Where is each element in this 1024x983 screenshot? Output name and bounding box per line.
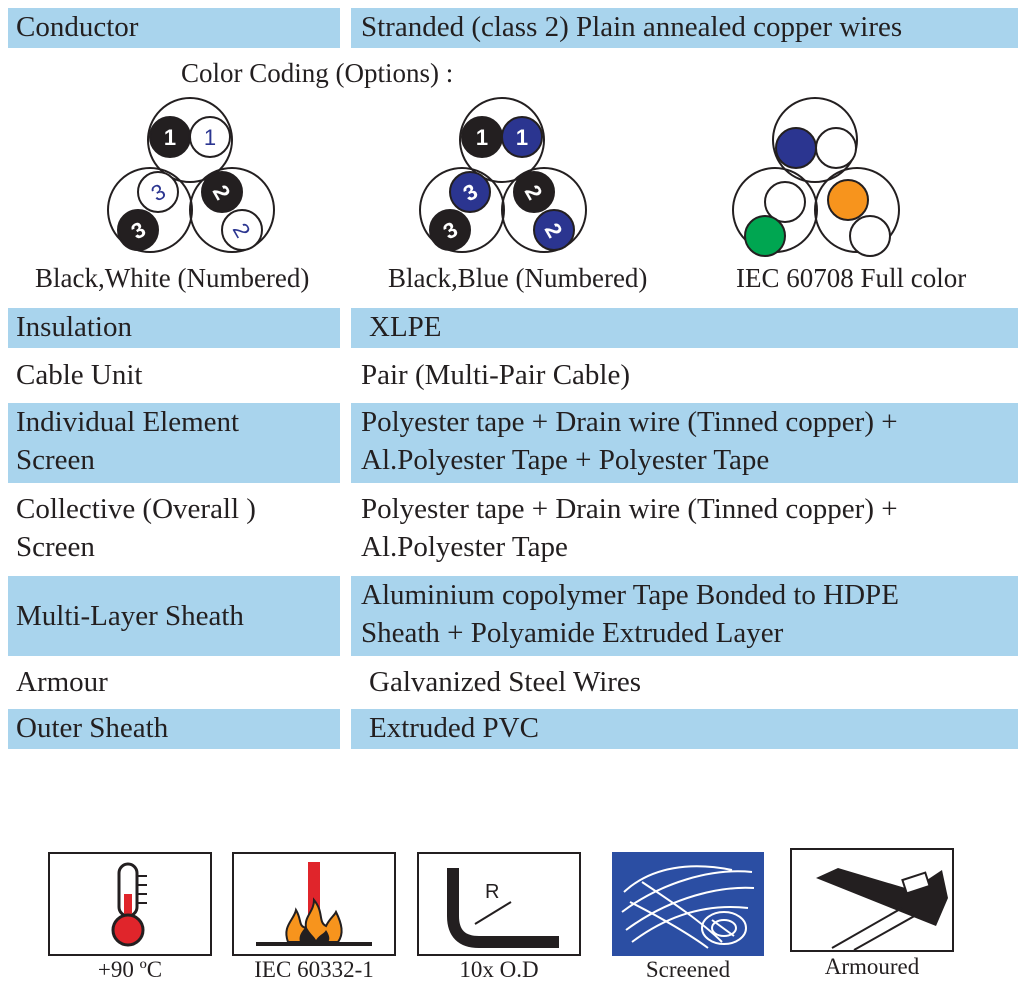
svg-text:1: 1: [476, 125, 488, 150]
row-outer-sheath: Outer Sheath Extruded PVC: [0, 709, 1024, 749]
svg-text:1: 1: [204, 125, 216, 150]
individual-screen-value: Polyester tape + Drain wire (Tinned copp…: [351, 403, 1018, 483]
collective-screen-value: Polyester tape + Drain wire (Tinned copp…: [361, 493, 898, 563]
cable-unit-value: Pair (Multi-Pair Cable): [361, 359, 631, 391]
caption-iec-full-color: IEC 60708 Full color: [736, 263, 967, 293]
svg-text:1: 1: [164, 125, 176, 150]
row-conductor: Conductor Stranded (class 2) Plain annea…: [0, 8, 1024, 48]
row-cable-unit: Cable Unit Pair (Multi-Pair Cable): [0, 356, 1024, 396]
outer-sheath-value: Extruded PVC: [351, 709, 1018, 749]
row-armour: Armour Galvanized Steel Wires: [0, 663, 1024, 703]
color-coding-title: Color Coding (Options) :: [181, 58, 454, 88]
insulation-label: Insulation: [8, 308, 340, 348]
caption-black-blue: Black,Blue (Numbered): [388, 263, 648, 293]
conductor-label: Conductor: [8, 8, 340, 48]
collective-screen-label: Collective (Overall )Screen: [16, 493, 256, 563]
armour-label: Armour: [16, 666, 108, 698]
armoured-caption: Armoured: [824, 954, 920, 979]
temperature-caption: +90 ºC: [97, 957, 163, 982]
screened-caption: Screened: [645, 957, 731, 982]
insulation-value: XLPE: [351, 308, 1018, 348]
sheath-label: Multi-Layer Sheath: [8, 576, 340, 656]
caption-black-white: Black,White (Numbered): [35, 263, 310, 293]
bending-radius-icon: R: [417, 852, 581, 956]
bend-radius-symbol: R: [485, 881, 499, 903]
armour-value: Galvanized Steel Wires: [369, 666, 642, 698]
outer-sheath-label: Outer Sheath: [8, 709, 340, 749]
svg-text:1: 1: [516, 125, 528, 150]
row-collective-screen: Collective (Overall )Screen Polyester ta…: [0, 490, 1024, 570]
cable-unit-label: Cable Unit: [16, 359, 143, 391]
flame-retardant-icon: [232, 852, 396, 956]
screened-icon: [612, 852, 764, 956]
row-multi-layer-sheath: Multi-Layer Sheath Aluminium copolymer T…: [0, 576, 1024, 656]
bend-caption: 10x O.D: [459, 957, 539, 982]
row-insulation: Insulation XLPE: [0, 308, 1024, 348]
pair-diagram-iec-full-color: [732, 97, 900, 257]
armoured-icon: [790, 848, 954, 952]
flame-caption: IEC 60332-1: [254, 957, 374, 982]
conductor-value: Stranded (class 2) Plain annealed copper…: [351, 8, 1018, 48]
thermometer-icon: [48, 852, 212, 956]
